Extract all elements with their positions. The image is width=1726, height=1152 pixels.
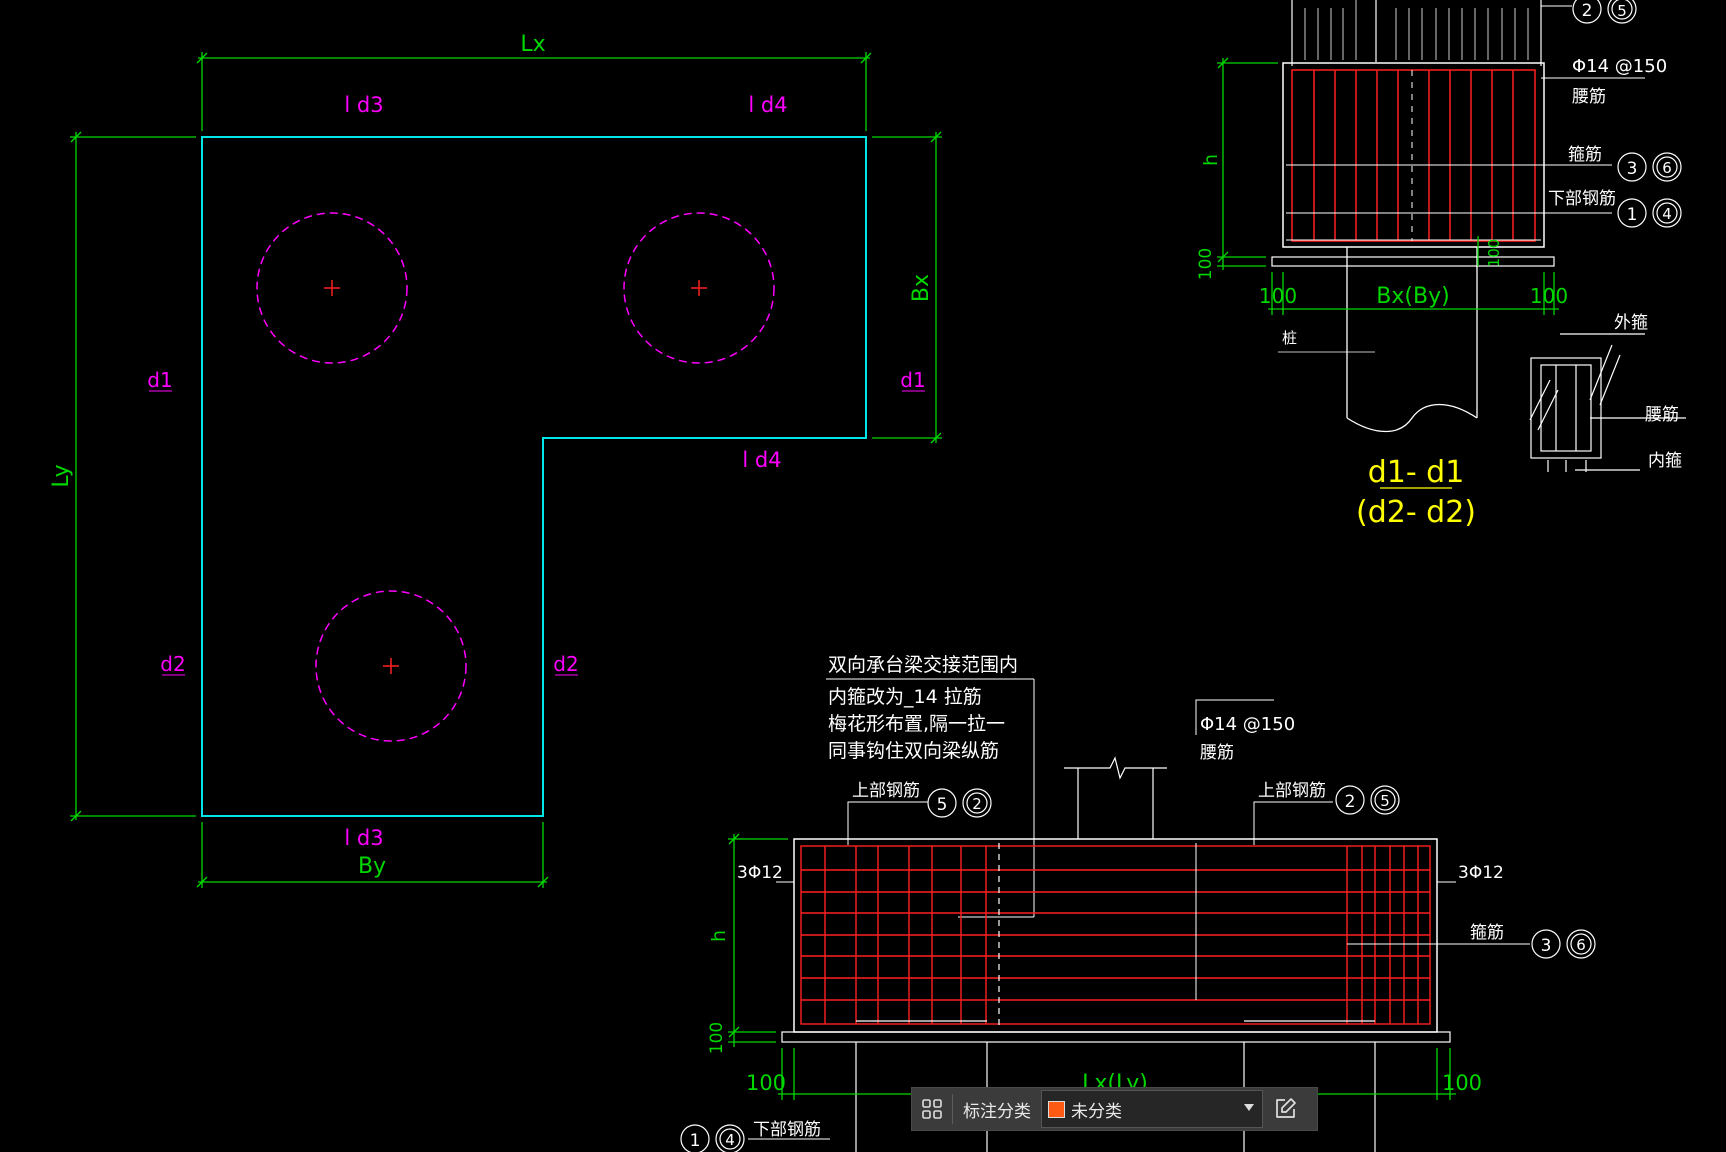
note-line-4: 同事钩住双向梁纵筋 xyxy=(828,740,999,762)
lx-label: Lx xyxy=(520,32,545,57)
inner-stirrup-label: 内箍 xyxy=(1648,451,1682,471)
elevation-100-right: 100 xyxy=(1442,1071,1482,1095)
section-stirrup-label: 箍筋 xyxy=(1568,145,1602,165)
elevation-callout-5b: 5 xyxy=(1380,792,1390,810)
d1-left-label: d1 xyxy=(147,368,172,392)
cross-section: 桩 h 100 100 Bx(By) 100 100 Φ xyxy=(1196,0,1686,530)
section-blinding xyxy=(1271,256,1555,267)
elevation-h-label: h xyxy=(708,930,730,942)
toolbar-separator xyxy=(952,1094,953,1124)
section-100-right: 100 xyxy=(1530,284,1568,308)
plan-pile-labels: l d3 l d4 l d4 l d3 d1 d1 d2 d2 xyxy=(147,93,925,850)
elevation-bottom-bar-label: 下部钢筋 xyxy=(753,1120,821,1140)
elevation-callout-6: 6 xyxy=(1576,936,1586,954)
grid-icon[interactable] xyxy=(912,1088,952,1130)
section-callout-5: 5 xyxy=(1617,2,1627,20)
elevation-100-vertical: 100 xyxy=(707,1022,727,1054)
note-line-3: 梅花形布置,隔一拉一 xyxy=(828,713,1005,735)
plan-dimensions xyxy=(70,52,942,888)
plan-view: Lx Ly Bx By l d3 l d4 l d4 l d3 d1 d1 d2… xyxy=(49,32,942,888)
annotation-category-label: 标注分类 xyxy=(963,1101,1031,1122)
side-bar-right-label: 3Φ12 xyxy=(1458,863,1504,883)
plan-piles xyxy=(256,212,775,742)
bx-label: Bx xyxy=(909,274,934,302)
note-line-2: 内箍改为_14 拉筋 xyxy=(828,686,982,708)
elevation-callout-3: 3 xyxy=(1541,936,1552,956)
section-column xyxy=(1291,0,1542,66)
ld3-bottom-label: l d3 xyxy=(344,826,383,850)
section-pile xyxy=(1278,247,1478,432)
annotation-category-select[interactable]: 未分类 xyxy=(1041,1090,1263,1128)
section-beam-outline xyxy=(1282,62,1545,248)
elevation-blinding xyxy=(781,1031,1451,1043)
ly-label: Ly xyxy=(49,464,74,487)
elevation-100-left: 100 xyxy=(746,1071,786,1095)
ld3-top-label: l d3 xyxy=(344,93,383,117)
category-value: 未分类 xyxy=(1071,1101,1122,1122)
pile-circle-1 xyxy=(256,212,408,364)
note-leader xyxy=(826,678,1035,918)
side-bar-left-label: 3Φ12 xyxy=(737,863,783,883)
section-pile-label: 桩 xyxy=(1282,329,1297,347)
section-callout-6: 6 xyxy=(1662,159,1672,177)
d2-left-label: d2 xyxy=(160,652,185,676)
section-100-vertical: 100 xyxy=(1196,248,1216,280)
elevation-callout-5: 5 xyxy=(937,795,948,815)
section-waist-label: 腰筋 xyxy=(1572,87,1606,107)
category-color-swatch xyxy=(1048,1100,1065,1118)
chevron-down-icon[interactable] xyxy=(1244,1104,1254,1111)
outer-stirrup-label: 外箍 xyxy=(1614,313,1648,333)
section-callouts: 2 5 3 6 1 4 xyxy=(1572,0,1682,228)
section-bottom-bar-label: 下部钢筋 xyxy=(1548,189,1616,209)
section-bxby-label: Bx(By) xyxy=(1376,284,1449,309)
elevation-leaders xyxy=(748,699,1530,1140)
elevation-view: 双向承台梁交接范围内 内箍改为_14 拉筋 梅花形布置,隔一拉一 同事钩住双向梁… xyxy=(680,654,1596,1152)
section-bars xyxy=(1286,70,1541,241)
elevation-callout-4: 4 xyxy=(725,1131,735,1149)
annotation-category-toolbar: 标注分类 未分类 xyxy=(911,1087,1318,1131)
detail-waist-label: 腰筋 xyxy=(1645,405,1679,425)
pile-circle-3 xyxy=(315,590,467,742)
stirrup-detail xyxy=(1529,333,1686,472)
note-line-1: 双向承台梁交接范围内 xyxy=(828,654,1018,676)
section-h-label: h xyxy=(1200,154,1222,166)
d2-right-label: d2 xyxy=(553,652,578,676)
elevation-rebar-cage xyxy=(800,845,1431,1025)
section-leaders xyxy=(1541,5,1645,214)
section-100-left: 100 xyxy=(1259,284,1297,308)
elevation-callout-2: 2 xyxy=(972,795,982,813)
ld4-top-label: l d4 xyxy=(748,93,787,117)
section-title-d1: d1- d1 xyxy=(1368,455,1465,490)
d1-right-label: d1 xyxy=(900,368,925,392)
section-callout-1: 1 xyxy=(1627,205,1638,225)
top-bar-right-label: 上部钢筋 xyxy=(1258,781,1326,801)
elevation-callout-1: 1 xyxy=(690,1131,701,1151)
elevation-stirrup-label: 箍筋 xyxy=(1470,923,1504,943)
elevation-column-stub xyxy=(1064,756,1167,839)
ld4-mid-label: l d4 xyxy=(742,448,781,472)
elevation-callouts: 5 2 2 5 3 6 1 4 xyxy=(680,785,1596,1152)
pile-circle-2 xyxy=(623,212,775,364)
section-callout-3: 3 xyxy=(1627,159,1638,179)
section-title-d2: (d2- d2) xyxy=(1356,495,1476,530)
section-waist-spec: Φ14 @150 xyxy=(1572,56,1667,77)
section-callout-2: 2 xyxy=(1582,1,1593,21)
section-dimensions xyxy=(1217,57,1559,315)
by-label: By xyxy=(358,854,386,879)
section-callout-4: 4 xyxy=(1662,205,1672,223)
section-100-side: 100 xyxy=(1485,239,1503,268)
pile-cap-outline xyxy=(201,136,867,817)
elevation-waist-spec: Φ14 @150 xyxy=(1200,714,1295,735)
elevation-waist-label: 腰筋 xyxy=(1200,743,1234,763)
elevation-callout-2b: 2 xyxy=(1345,792,1356,812)
top-bar-left-label: 上部钢筋 xyxy=(852,781,920,801)
edit-icon[interactable] xyxy=(1263,1088,1307,1130)
